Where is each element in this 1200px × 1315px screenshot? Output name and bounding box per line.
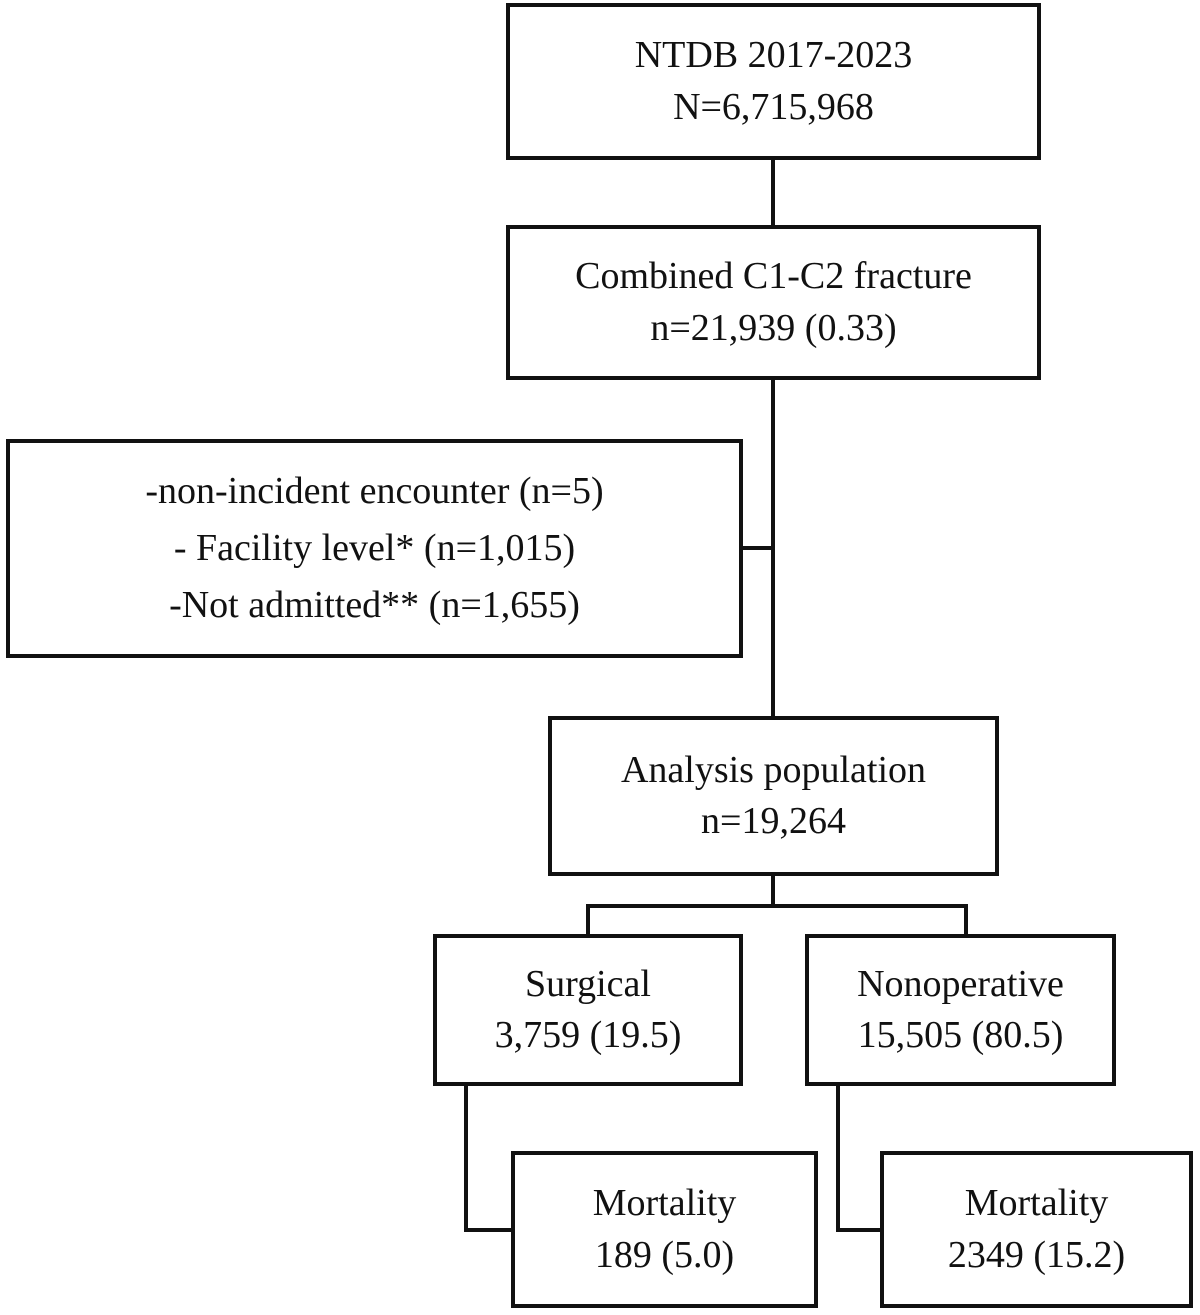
exclusion-facility-level: - Facility level* (n=1,015) xyxy=(173,527,576,569)
combined-fracture-count: n=21,939 (0.33) xyxy=(650,306,897,349)
nonoperative-mortality-count: 2349 (15.2) xyxy=(947,1233,1126,1276)
surgical-mortality-box: Mortality 189 (5.0) xyxy=(511,1151,818,1308)
surgical-count: 3,759 (19.5) xyxy=(494,1014,682,1056)
surgical-mortality-count: 189 (5.0) xyxy=(594,1233,735,1276)
nonoperative-count: 15,505 (80.5) xyxy=(857,1014,1064,1056)
analysis-population-title: Analysis population xyxy=(620,748,927,791)
analysis-population-count: n=19,264 xyxy=(701,800,846,842)
nonoperative-mortality-box: Mortality 2349 (15.2) xyxy=(880,1151,1193,1308)
surgical-mortality-title: Mortality xyxy=(592,1182,737,1225)
nonoperative-title: Nonoperative xyxy=(857,962,1064,1005)
exclusion-non-incident: -non-incident encounter (n=5) xyxy=(145,470,604,512)
source-title: NTDB 2017-2023 xyxy=(634,34,913,77)
surgical-title: Surgical xyxy=(525,962,651,1005)
surgical-box: Surgical 3,759 (19.5) xyxy=(433,934,743,1086)
source-count: N=6,715,968 xyxy=(673,85,874,128)
exclusions-box: -non-incident encounter (n=5) - Facility… xyxy=(6,439,743,658)
exclusion-not-admitted: -Not admitted** (n=1,655) xyxy=(169,584,580,626)
combined-fracture-box: Combined C1-C2 fracture n=21,939 (0.33) xyxy=(506,225,1041,380)
nonoperative-box: Nonoperative 15,505 (80.5) xyxy=(805,934,1116,1086)
analysis-population-box: Analysis population n=19,264 xyxy=(548,716,999,876)
source-box: NTDB 2017-2023 N=6,715,968 xyxy=(506,3,1041,160)
nonoperative-mortality-title: Mortality xyxy=(964,1182,1109,1225)
combined-fracture-title: Combined C1-C2 fracture xyxy=(575,255,972,298)
